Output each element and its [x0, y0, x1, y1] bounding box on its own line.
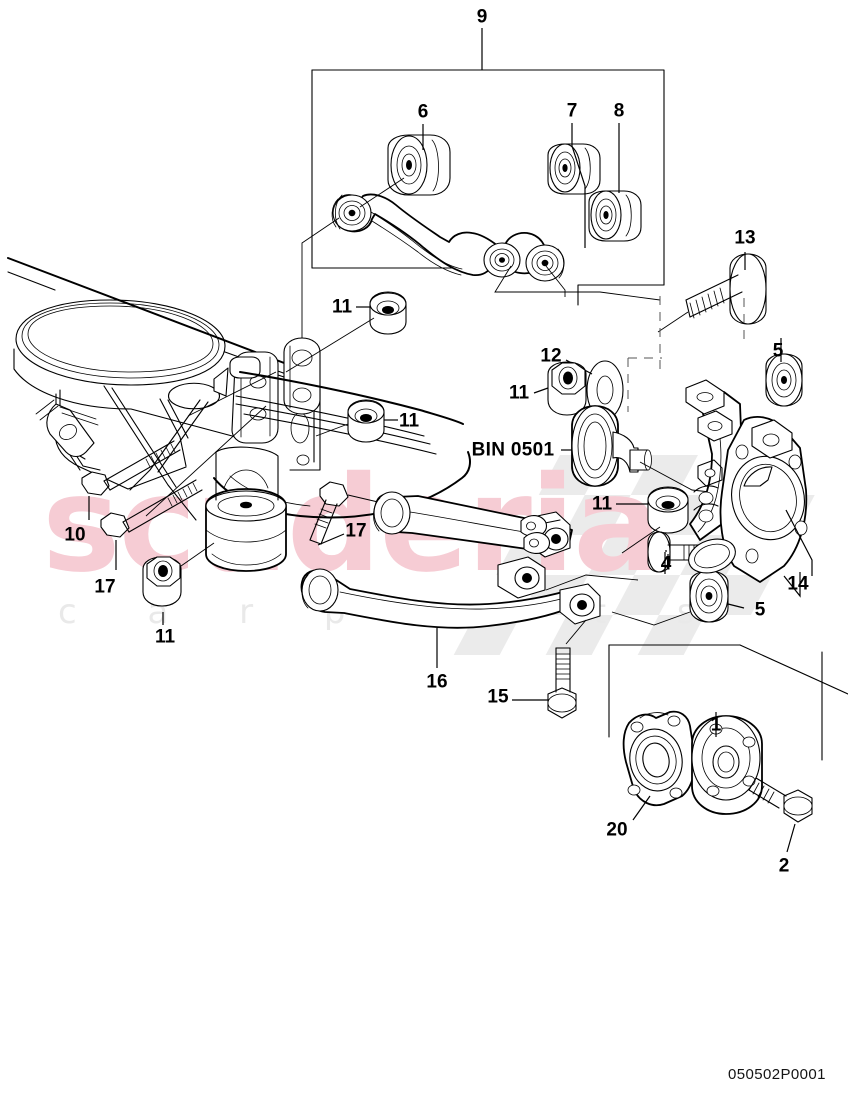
hex-flange-bolt-15	[512, 619, 587, 719]
callout-4: 4	[660, 553, 672, 575]
callout-6: 6	[417, 101, 429, 123]
callout-14: 14	[787, 573, 809, 595]
callout-10: 10	[64, 524, 86, 546]
callout-2: 2	[778, 855, 790, 877]
callout-11-mid: 11	[591, 493, 613, 515]
bush-7	[547, 123, 601, 248]
callout-1: 1	[710, 714, 722, 736]
callout-8: 8	[613, 100, 625, 122]
bush-6	[359, 124, 451, 208]
hub-flange-bolt-2	[748, 777, 813, 853]
subframe-bolt-10	[81, 440, 181, 520]
washer-12	[565, 359, 624, 420]
rear-subframe	[7, 257, 471, 572]
lower-control-arm-16	[300, 491, 639, 668]
callout-7: 7	[566, 100, 578, 122]
hex-bolt-17-right	[309, 481, 379, 546]
knuckle-group-bracket	[627, 296, 745, 412]
upper-control-arm	[331, 193, 565, 282]
callout-17-left: 17	[94, 576, 116, 598]
callout-11-lower: 11	[154, 626, 176, 648]
flanged-nut-11-lower-left	[142, 542, 215, 625]
leader-arm-mid-bush	[494, 265, 661, 301]
callout-bin-0501: BIN 0501	[471, 439, 555, 461]
ball-joint-bin0501	[561, 405, 711, 493]
wheel-bearing-housing-14	[685, 379, 813, 598]
leader-arm-rear-bush	[545, 265, 566, 297]
callout-17-right: 17	[345, 520, 367, 542]
callout-11-right: 11	[398, 410, 420, 432]
callout-9: 9	[476, 6, 488, 28]
rubber-bush-5-top	[765, 338, 803, 407]
flanged-nut-11-mid-right	[616, 486, 689, 554]
group-1-20-bracket	[608, 644, 848, 761]
callout-20: 20	[606, 819, 628, 841]
camber-bolt-13	[657, 252, 767, 333]
callout-16: 16	[426, 671, 448, 693]
flanged-nut-11-top	[285, 291, 407, 373]
leader-arm-front-bush	[301, 217, 340, 372]
hex-bolt-17-left	[100, 479, 203, 570]
callout-12: 12	[540, 345, 562, 367]
callout-11-washer: 11	[508, 382, 530, 404]
callout-13: 13	[734, 227, 756, 249]
diagram-part-code: 050502P0001	[728, 1066, 826, 1083]
bush-8	[588, 123, 642, 242]
callout-15: 15	[487, 686, 509, 708]
callout-11-top: 11	[331, 296, 353, 318]
flanged-nut-11-right	[315, 399, 398, 443]
callout-5-bottom: 5	[754, 599, 766, 621]
rubber-bush-5-bottom	[611, 569, 745, 626]
flanged-nut-11-near-washer	[533, 361, 587, 416]
wheel-hub-flange-1	[691, 712, 763, 815]
callout-5-top: 5	[772, 340, 784, 362]
